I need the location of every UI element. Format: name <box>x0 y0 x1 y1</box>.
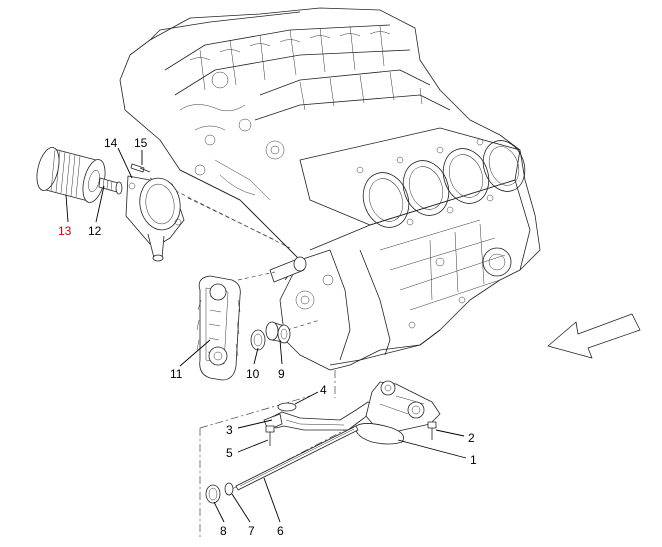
label-6[interactable]: 6 <box>277 524 284 538</box>
filter-nipple[interactable] <box>98 177 123 195</box>
bracket-bolt[interactable] <box>265 425 275 446</box>
engine-block <box>119 7 541 371</box>
pump-bolt[interactable] <box>427 421 437 440</box>
label-12[interactable]: 12 <box>88 224 102 238</box>
seal-ring[interactable] <box>250 329 266 351</box>
circlip[interactable] <box>205 484 221 504</box>
housing-bolt[interactable] <box>130 163 151 173</box>
label-15[interactable]: 15 <box>134 136 148 150</box>
oil-pump-assembly[interactable] <box>263 380 441 445</box>
washer[interactable] <box>224 482 234 496</box>
part-labels: 13 12 14 15 11 10 9 4 3 5 2 1 6 7 8 <box>58 136 477 538</box>
label-13[interactable]: 13 <box>58 224 72 238</box>
label-7[interactable]: 7 <box>248 524 255 538</box>
label-11[interactable]: 11 <box>170 367 183 381</box>
drive-shaft[interactable] <box>235 425 359 491</box>
label-5[interactable]: 5 <box>226 446 233 460</box>
oil-filter[interactable] <box>33 145 109 205</box>
label-1[interactable]: 1 <box>470 453 477 467</box>
label-9[interactable]: 9 <box>278 367 285 381</box>
label-4[interactable]: 4 <box>320 383 327 397</box>
leader-lines <box>65 147 467 523</box>
filter-housing[interactable] <box>125 175 185 262</box>
o-ring[interactable] <box>277 402 297 412</box>
label-3[interactable]: 3 <box>226 423 233 437</box>
label-8[interactable]: 8 <box>220 524 227 538</box>
timing-chain-assembly[interactable] <box>196 275 241 381</box>
label-10[interactable]: 10 <box>246 367 260 381</box>
bushing[interactable] <box>265 321 291 344</box>
label-14[interactable]: 14 <box>104 136 118 150</box>
front-direction-arrow <box>547 313 641 359</box>
label-2[interactable]: 2 <box>468 431 475 445</box>
